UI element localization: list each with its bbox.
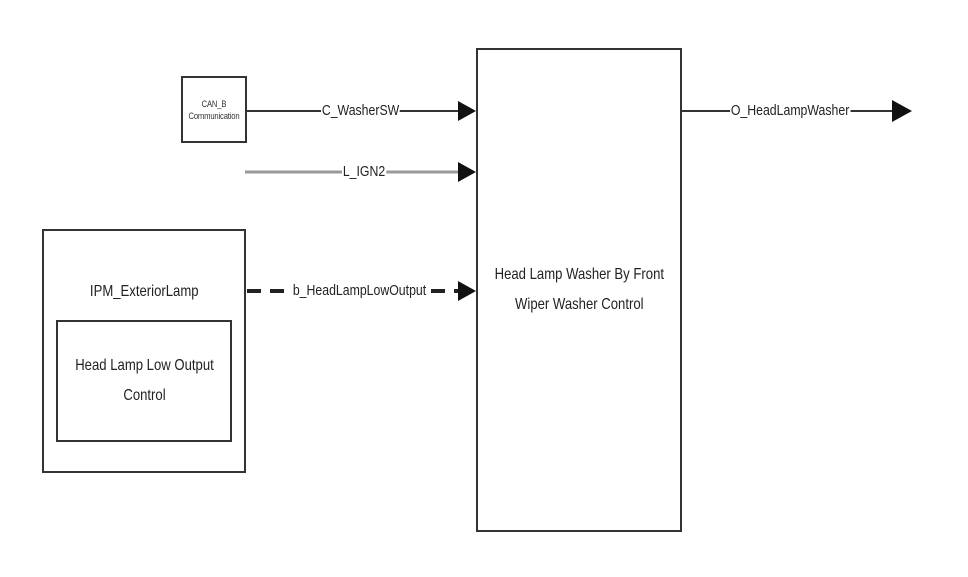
head-lamp-washer-control-label: Head Lamp Washer By Front Wiper Washer C…: [494, 266, 664, 313]
arrowhead-low-output: [458, 281, 476, 301]
head-lamp-low-output-control-label: Head Lamp Low Output Control: [74, 357, 214, 404]
can-b-line2: Communication: [188, 110, 240, 121]
ipm-exterior-lamp-title: IPM_ExteriorLamp: [89, 283, 199, 300]
arrowhead-ign2: [458, 162, 476, 182]
can-b-communication-block: CAN_B Communication: [181, 76, 247, 143]
head-lamp-washer-control-block: Head Lamp Washer By Front Wiper Washer C…: [476, 48, 682, 532]
ipm-exterior-lamp-block: [42, 229, 246, 473]
arrowhead-output: [892, 100, 912, 122]
head-lamp-low-output-control-block: Head Lamp Low Output Control: [56, 320, 232, 442]
signal-label-low-output: b_HeadLampLowOutput: [292, 282, 427, 300]
signal-label-washer-sw: C_WasherSW: [321, 102, 401, 120]
can-b-line1: CAN_B: [201, 98, 227, 109]
arrowhead-washer-sw: [458, 101, 476, 121]
can-b-label: CAN_B Communication: [189, 98, 240, 122]
signal-label-ign2: L_IGN2: [342, 163, 387, 181]
signal-label-output: O_HeadLampWasher: [730, 102, 851, 120]
